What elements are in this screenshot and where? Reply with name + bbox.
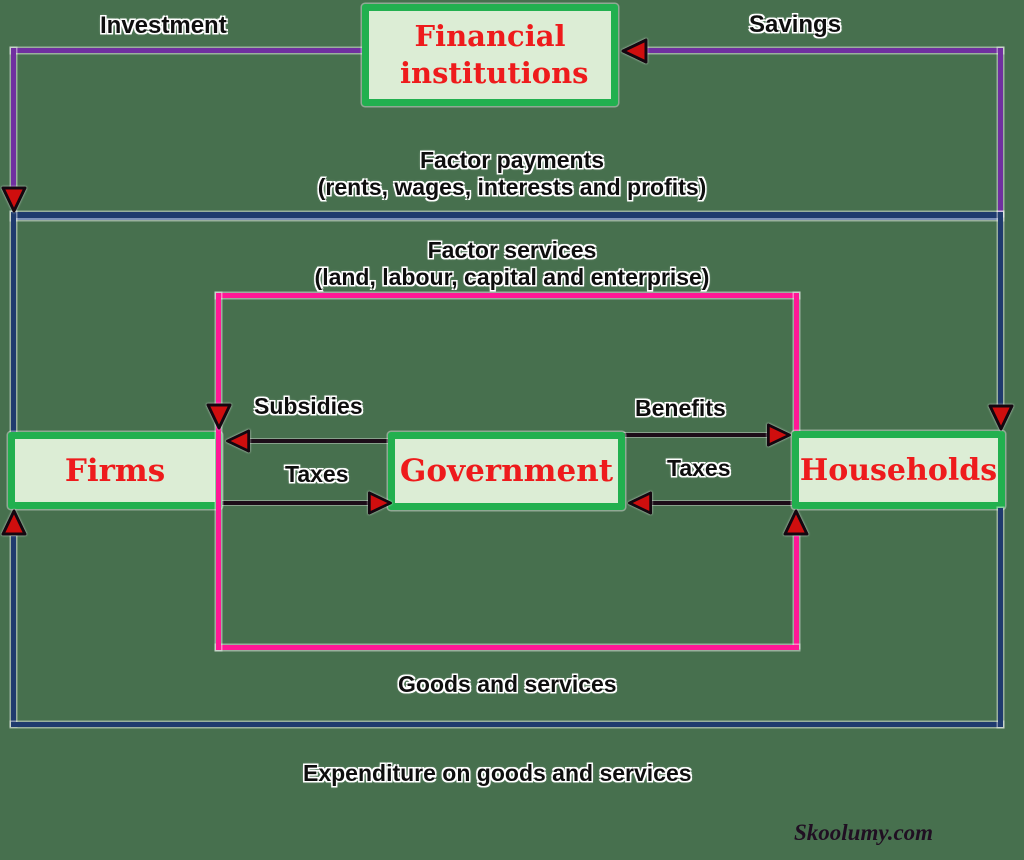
factor-services-title: Factor services xyxy=(427,237,597,263)
node-government-label: Government xyxy=(399,453,614,489)
expenditure-label: Expenditure on goods and services xyxy=(303,760,692,786)
savings-line-horizontal xyxy=(646,48,1003,53)
government-loop-line-top xyxy=(216,293,799,298)
expenditure-arrow-up-icon xyxy=(1,509,27,536)
node-households: Households xyxy=(792,431,1005,509)
government-loop-right-vertical-lower xyxy=(794,536,799,648)
factor-services-detail: (land, labour, capital and enterprise) xyxy=(314,264,710,290)
benefits-arrow-right-icon xyxy=(766,423,791,447)
node-firms: Firms xyxy=(8,432,222,509)
savings-line-vertical xyxy=(998,48,1003,216)
taxes-from-households-arrow-left-icon xyxy=(628,491,653,515)
goods-loop-right-vertical-lower xyxy=(998,508,1003,727)
node-government: Government xyxy=(388,432,625,510)
government-loop-left-vertical xyxy=(216,293,221,650)
taxes-from-households-label: Taxes xyxy=(667,455,731,481)
investment-line-vertical xyxy=(11,48,16,190)
government-loop-line-bottom xyxy=(216,645,799,650)
goods-loop-left-vertical-lower xyxy=(11,536,16,726)
taxes-from-firms-arrow-right-icon xyxy=(367,491,392,515)
taxes-from-households-line xyxy=(651,501,795,505)
benefits-line xyxy=(623,433,769,437)
factor-services-arrow-down-icon xyxy=(988,404,1014,431)
node-firms-label: Firms xyxy=(64,452,166,489)
subsidies-arrow-left-icon xyxy=(226,429,251,453)
benefits-label: Benefits xyxy=(635,395,726,421)
node-financial-institutions-label: Financial institutions xyxy=(400,18,589,90)
factor-payments-label: Factor payments (rents, wages, interests… xyxy=(232,147,792,201)
goods-and-services-label: Goods and services xyxy=(398,671,617,697)
factor-loop-left-vertical-upper xyxy=(11,212,16,434)
factor-payments-title: Factor payments xyxy=(419,147,605,173)
taxes-from-firms-line xyxy=(222,501,369,505)
government-loop-right-vertical-upper xyxy=(794,293,799,433)
subsidies-line xyxy=(249,439,390,443)
taxes-from-firms-label: Taxes xyxy=(285,461,349,487)
investment-label: Investment xyxy=(100,12,227,39)
node-households-label: Households xyxy=(799,452,998,488)
factor-services-label: Factor services (land, labour, capital a… xyxy=(232,237,792,291)
government-loop-arrow-up-icon xyxy=(783,509,809,536)
watermark-text: Skoolumy.com xyxy=(794,820,934,845)
goods-loop-line-bottom xyxy=(11,722,1003,727)
node-financial-institutions: Financial institutions xyxy=(362,4,618,106)
government-loop-arrow-down-icon xyxy=(206,403,232,430)
factor-payments-detail: (rents, wages, interests and profits) xyxy=(317,174,707,200)
factor-payments-line-top xyxy=(11,212,1003,220)
investment-arrow-down-icon xyxy=(1,186,27,213)
factor-loop-right-vertical-upper xyxy=(998,212,1003,406)
savings-arrow-left-icon xyxy=(621,38,648,64)
savings-label: Savings xyxy=(749,11,842,38)
subsidies-label: Subsidies xyxy=(254,393,363,419)
investment-line-horizontal xyxy=(11,48,365,53)
